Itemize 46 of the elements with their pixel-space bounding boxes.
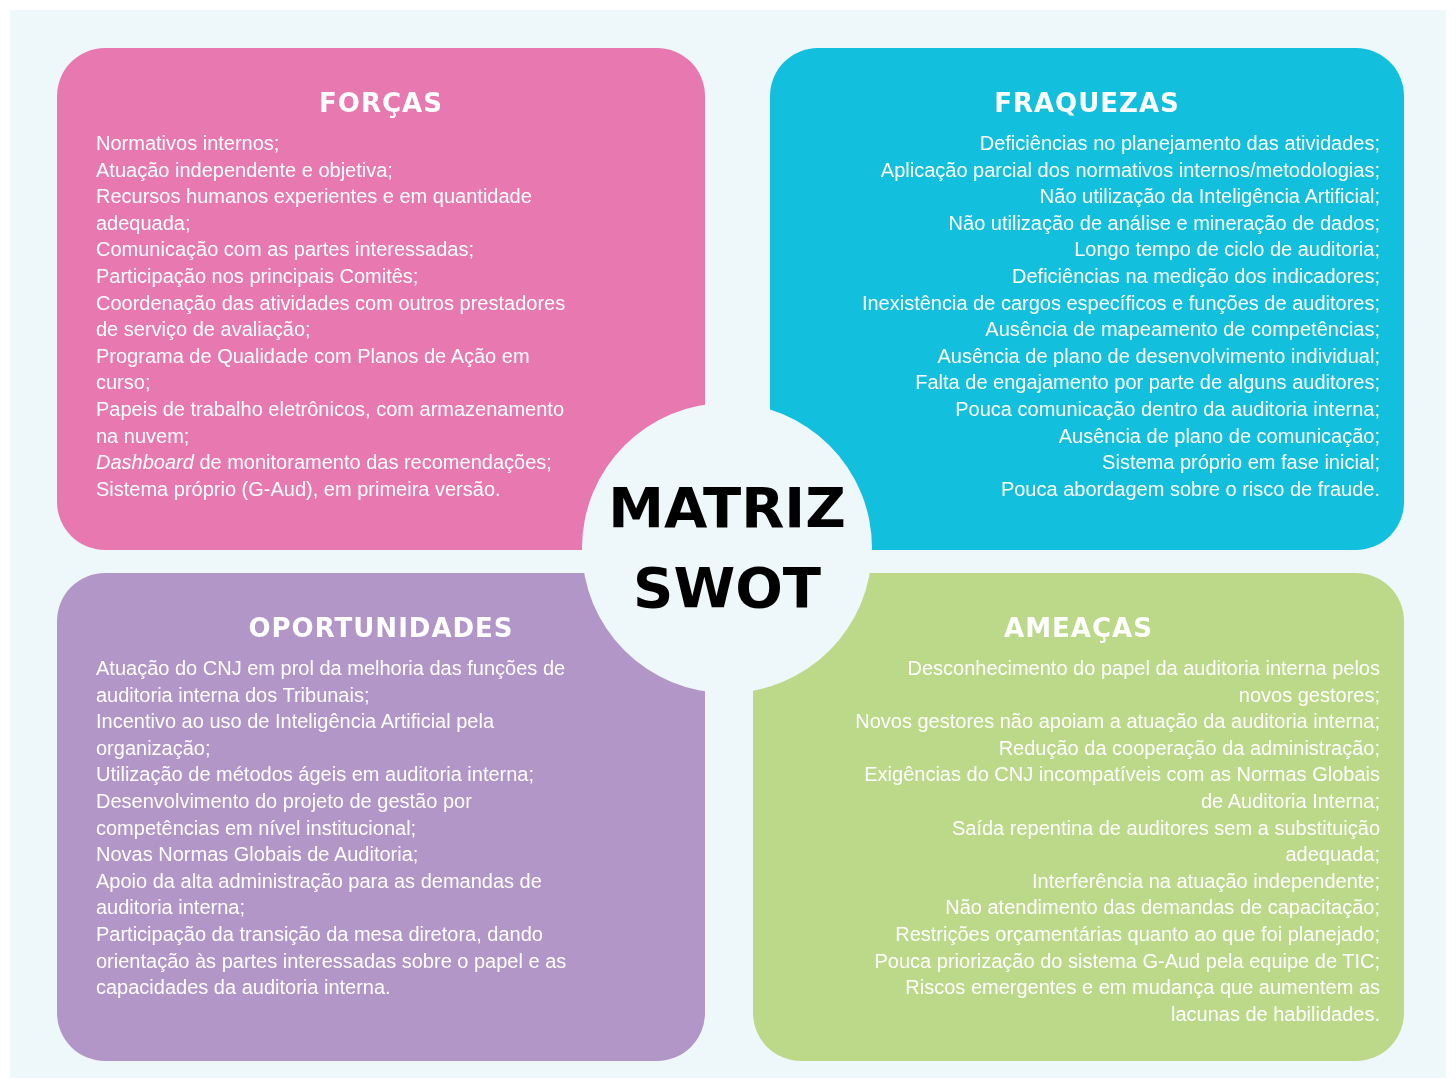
quadrant-heading: OPORTUNIDADES <box>247 612 515 645</box>
list-item: Desconhecimento do papel da auditoria interna pelos novos gestores; <box>906 656 1380 708</box>
list-item: Novos gestores não apoiam a atuação da auditoria interna; <box>854 709 1380 735</box>
list-item: Atuação do CNJ em prol da melhoria das funções de auditoria interna dos Tribunais; <box>96 656 567 708</box>
list-item: Pouca comunicação dentro da auditoria interna; <box>954 396 1380 422</box>
list-item: Saída repentina de auditores sem a substituição adequada; <box>950 815 1380 868</box>
list-item: Participação da transição da mesa diretora, dando orientação às partes interessadas sobre o papel e as capacidades da auditoria interna. <box>96 921 568 1001</box>
list-item: Sistema próprio em fase inicial; <box>1101 450 1380 476</box>
list-item: Aplicação parcial dos normativos internos/metodologias; <box>879 157 1380 183</box>
list-item: Coordenação das atividades com outros prestadores de serviço de avaliação; <box>96 290 567 343</box>
list-item: Papeis de trabalho eletrônicos, com armazenamento na nuvem; <box>96 396 566 449</box>
list-item: Ausência de plano de comunicação; <box>1057 423 1380 449</box>
list-item: Incentivo ao uso de Inteligência Artificial pela organização; <box>96 709 496 761</box>
list-item: Pouca priorização do sistema G-Aud pela equipe de TIC; <box>873 948 1380 974</box>
list-item: Interferência na atuação independente; <box>1030 868 1380 894</box>
list-item: Comunicação com as partes interessadas; <box>96 237 475 263</box>
list-item: Recursos humanos experientes e em quantidade adequada; <box>96 184 533 236</box>
list-item: Pouca abordagem sobre o risco de fraude. <box>999 476 1380 502</box>
list-item: Não atendimento das demandas de capacitação; <box>944 895 1380 921</box>
list-item: Programa de Qualidade com Planos de Ação em curso; <box>96 343 531 396</box>
list-item: Participação nos principais Comitês; <box>96 263 420 289</box>
list-item: Deficiências no planejamento das atividades; <box>978 131 1380 156</box>
list-item: Ausência de plano de desenvolvimento individual; <box>936 343 1380 369</box>
list-item: Utilização de métodos ágeis em auditoria interna; <box>96 762 536 788</box>
circle-label: MATRIZ SWOT <box>607 474 847 622</box>
list-item: Exigências do CNJ incompatíveis com as Normas Globais de Auditoria Interna; <box>863 762 1380 814</box>
list-item: Deficiências na medição dos indicadores; <box>1011 263 1380 289</box>
list-item: Riscos emergentes e em mudança que aumentem as lacunas de habilidades. <box>904 975 1380 1027</box>
list-item: Desenvolvimento do projeto de gestão por competências em nível institucional; <box>96 788 473 841</box>
quadrant-heading: AMEAÇAS <box>1003 612 1154 645</box>
list-item: Não utilização de análise e mineração de dados; <box>947 210 1380 236</box>
list-item: Ausência de mapeamento de competências; <box>984 317 1380 343</box>
quadrant-heading: FRAQUEZAS <box>993 87 1181 120</box>
list-item: Sistema próprio (G-Aud), em primeira versão. <box>96 476 502 502</box>
list-item: Atuação independente e objetiva; <box>96 157 394 183</box>
list-item: Não utilização da Inteligência Artificial; <box>1038 184 1380 210</box>
quadrant-heading: FORÇAS <box>318 87 444 120</box>
list-item: Redução da cooperação da administração; <box>997 735 1380 761</box>
list-item: Restrições orçamentárias quanto ao que foi planejado; <box>894 921 1380 947</box>
list-item: Inexistência de cargos específicos e funções de auditores; <box>860 290 1380 316</box>
list-item: Falta de engajamento por parte de alguns auditores; <box>914 370 1380 396</box>
list-item: Novas Normas Globais de Auditoria; <box>96 842 420 868</box>
list-item: Normativos internos; <box>96 131 281 156</box>
list-item: Dashboard de monitoramento das recomendações; <box>96 450 553 476</box>
list-item: Apoio da alta administração para as demandas de auditoria interna; <box>96 868 543 921</box>
list-item: Longo tempo de ciclo de auditoria; <box>1073 237 1380 263</box>
